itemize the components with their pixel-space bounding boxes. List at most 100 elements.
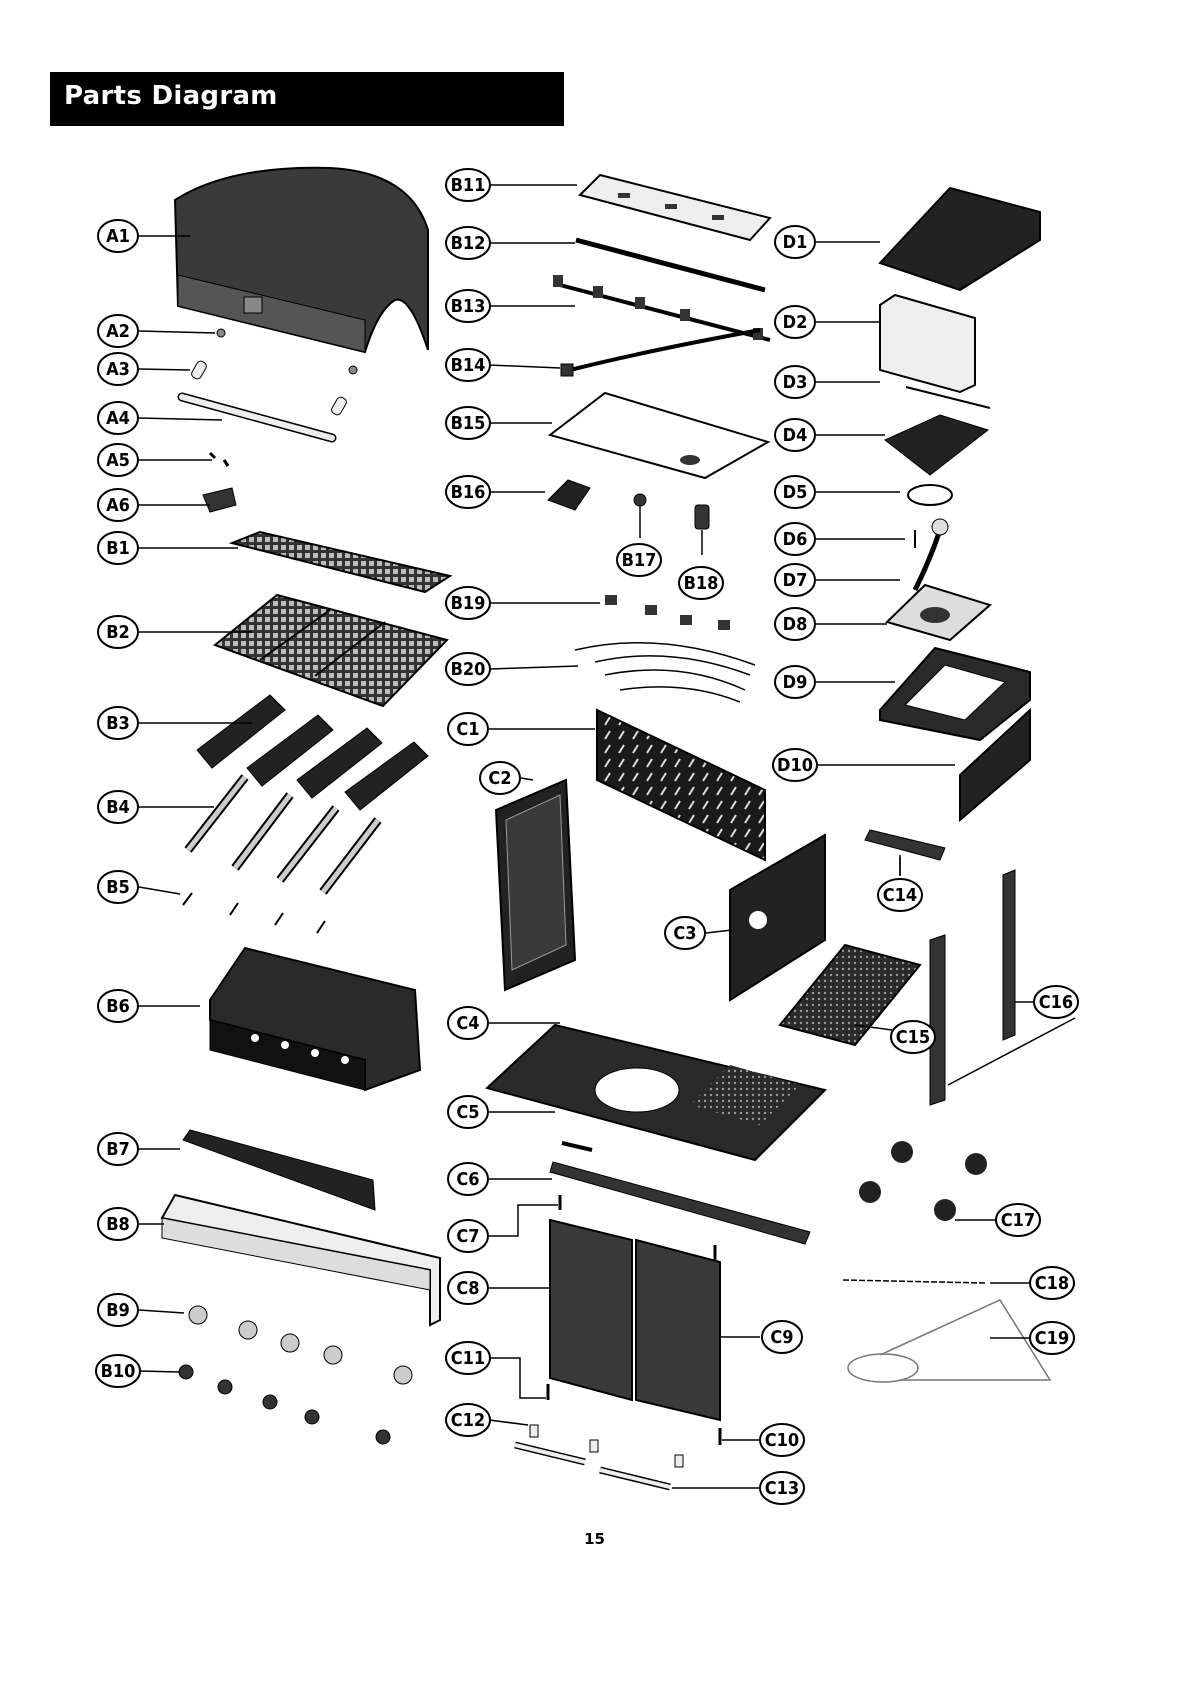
callout-label: B11: [451, 175, 486, 196]
callout-b7: B7: [98, 1133, 138, 1165]
part-D3-rod: [906, 387, 990, 408]
callout-b16: B16: [446, 476, 490, 508]
part-B17-knob: [634, 494, 646, 538]
callout-label: D1: [783, 232, 808, 253]
callout-c3: C3: [665, 917, 705, 949]
callout-label: B7: [106, 1139, 130, 1160]
callout-label: C3: [673, 923, 696, 944]
callout-d6: D6: [775, 523, 815, 555]
callout-label: B18: [684, 573, 719, 594]
callout-label: D2: [783, 312, 808, 333]
callout-label: B3: [106, 713, 130, 734]
part-B16-grease-cup: [548, 480, 590, 510]
callout-label: C18: [1035, 1273, 1069, 1294]
callout-b2: B2: [98, 616, 138, 648]
part-C3-side-panel: [730, 835, 825, 1000]
callout-label: B10: [101, 1361, 136, 1382]
callout-label: C11: [451, 1348, 485, 1369]
part-C12-handle-spacers: [530, 1425, 683, 1467]
callout-b12: B12: [446, 227, 490, 259]
part-C9-right-door: [636, 1240, 720, 1420]
callout-d4: D4: [775, 419, 815, 451]
part-C1-back-panel: [597, 710, 765, 860]
callout-c4: C4: [448, 1007, 488, 1039]
part-B15-grease-tray: [550, 393, 768, 478]
callout-label: C1: [456, 719, 479, 740]
callout-c17: C17: [996, 1204, 1040, 1236]
callout-b6: B6: [98, 990, 138, 1022]
callout-d9: D9: [775, 666, 815, 698]
part-B5-electrodes: [183, 893, 325, 933]
callout-b5: B5: [98, 871, 138, 903]
callout-label: B9: [106, 1300, 130, 1321]
callout-label: B8: [106, 1214, 130, 1235]
callout-b10: B10: [96, 1355, 140, 1387]
callout-label: C2: [488, 768, 511, 789]
callout-label: B1: [106, 538, 130, 559]
part-A4-handle: [182, 397, 332, 438]
callout-label: C16: [1039, 992, 1073, 1013]
callout-b15: B15: [446, 407, 490, 439]
callout-a3: A3: [98, 353, 138, 385]
part-B19-clips: [605, 595, 730, 630]
callout-c7: C7: [448, 1220, 488, 1252]
part-C18-rod: [843, 1280, 985, 1283]
part-B11-rear-panel: [580, 175, 770, 240]
callout-c18: C18: [1030, 1267, 1074, 1299]
part-C2-side-panel: [496, 780, 575, 990]
callout-c13: C13: [760, 1472, 804, 1504]
part-C4-bottom-shelf: [487, 1025, 825, 1160]
callout-a2: A2: [98, 315, 138, 347]
callout-label: B19: [451, 593, 486, 614]
callout-label: D8: [783, 614, 808, 635]
callout-label: A2: [106, 321, 130, 342]
callout-d2: D2: [775, 306, 815, 338]
part-B18-igniter: [695, 505, 709, 555]
callout-label: D9: [783, 672, 808, 693]
callout-label: B13: [451, 296, 486, 317]
part-C19-tank-holder: [848, 1300, 1050, 1382]
callout-c1: C1: [448, 713, 488, 745]
callout-label: C10: [765, 1430, 799, 1451]
callout-label: B2: [106, 622, 130, 643]
callout-b18: B18: [679, 567, 723, 599]
part-B12-rail: [576, 240, 765, 290]
part-B8-control-panel: [162, 1195, 440, 1325]
callout-b1: B1: [98, 532, 138, 564]
part-B7-heat-shield: [183, 1130, 375, 1210]
part-D7-valve: [915, 519, 948, 590]
callout-label: B5: [106, 877, 130, 898]
callout-b17: B17: [617, 544, 661, 576]
callout-c9: C9: [762, 1321, 802, 1353]
callout-label: B20: [451, 659, 486, 680]
callout-b8: B8: [98, 1208, 138, 1240]
part-B1-warming-rack: [232, 532, 450, 592]
callout-label: D6: [783, 529, 808, 550]
callout-label: D5: [783, 482, 808, 503]
callout-c15: C15: [891, 1021, 935, 1053]
callout-d3: D3: [775, 366, 815, 398]
callout-label: C15: [896, 1027, 930, 1048]
callout-b9: B9: [98, 1294, 138, 1326]
callout-c10: C10: [760, 1424, 804, 1456]
part-A6-thermometer: [203, 488, 236, 512]
part-A5-screws: [210, 453, 228, 466]
callout-label: B6: [106, 996, 130, 1017]
callout-c14: C14: [878, 879, 922, 911]
callout-label: C5: [456, 1102, 479, 1123]
callout-label: A3: [106, 359, 130, 380]
part-C8-left-door: [550, 1220, 632, 1400]
callout-a6: A6: [98, 489, 138, 521]
callout-b20: B20: [446, 653, 490, 685]
callout-c19: C19: [1030, 1322, 1074, 1354]
callout-c2: C2: [480, 762, 520, 794]
part-D2-burner-housing: [880, 295, 975, 392]
part-D5-side-burner: [908, 485, 952, 505]
callout-a4: A4: [98, 402, 138, 434]
callout-label: D3: [783, 372, 808, 393]
part-D4-grate: [885, 415, 988, 475]
callout-label: D4: [783, 425, 808, 446]
callout-label: C4: [456, 1013, 479, 1034]
callout-label: B15: [451, 413, 486, 434]
